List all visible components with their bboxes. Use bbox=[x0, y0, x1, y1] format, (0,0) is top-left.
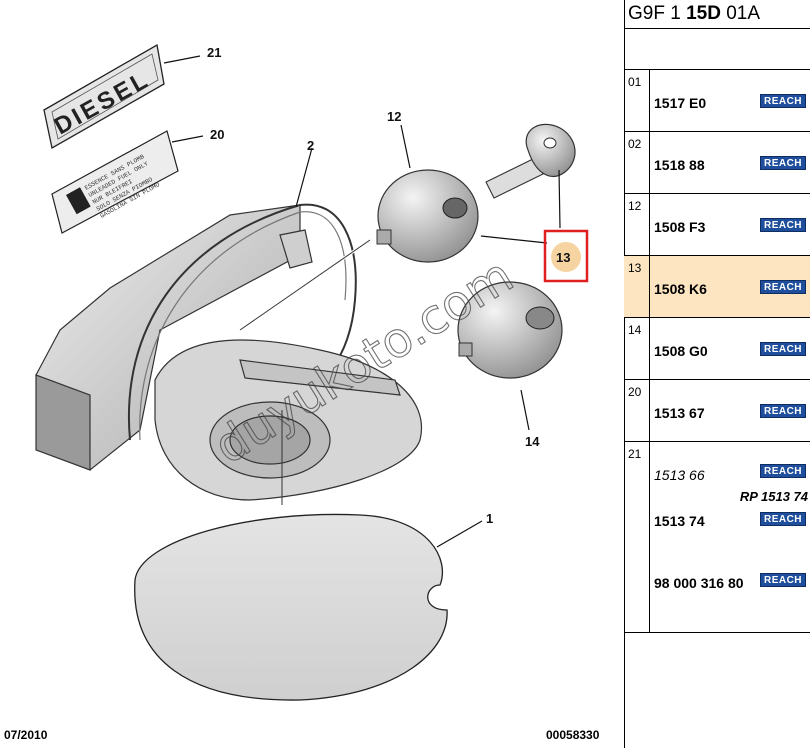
row-divider bbox=[649, 132, 650, 193]
row-divider bbox=[649, 380, 650, 441]
parts-row-20[interactable]: 20 1513 67 REACH bbox=[624, 379, 810, 441]
header-suffix: 01A bbox=[720, 3, 761, 24]
callout-13-highlight[interactable]: 13 bbox=[543, 229, 589, 283]
cap-key bbox=[485, 123, 576, 199]
reach-badge[interactable]: REACH bbox=[760, 464, 806, 478]
parts-row-12[interactable]: 12 1508 F3 REACH bbox=[624, 193, 810, 255]
row-divider bbox=[649, 318, 650, 379]
reach-badge[interactable]: REACH bbox=[760, 280, 806, 294]
parts-table: 01 1517 E0 REACH 02 1518 88 REACH 12 150… bbox=[624, 69, 810, 632]
parts-panel: G9F 1 15D 01A 01 1517 E0 REACH 02 1518 8… bbox=[622, 0, 810, 748]
reach-badge[interactable]: REACH bbox=[760, 156, 806, 170]
row-code: 02 bbox=[628, 137, 642, 151]
panel-border bbox=[624, 0, 625, 748]
callout-13: 13 bbox=[556, 250, 570, 265]
reach-badge[interactable]: REACH bbox=[760, 342, 806, 356]
row-code: 21 bbox=[628, 447, 642, 461]
parts-row-21[interactable]: 21 1513 66 REACH RP 1513 74 1513 74 REAC… bbox=[624, 441, 810, 632]
row-divider bbox=[649, 194, 650, 255]
panel-header: G9F 1 15D 01A bbox=[628, 3, 760, 25]
row-code: 12 bbox=[628, 199, 642, 213]
table-bottom-border bbox=[624, 632, 810, 633]
row-code: 01 bbox=[628, 75, 642, 89]
row-divider bbox=[649, 442, 650, 632]
row-divider bbox=[649, 70, 650, 131]
fuel-cap bbox=[457, 281, 563, 379]
callout-14: 14 bbox=[525, 434, 540, 449]
header-divider bbox=[624, 28, 810, 29]
fuel-label-plate: ESSENCE SANS PLOMB UNLEADED FUEL ONLY NU… bbox=[51, 130, 179, 234]
part-number[interactable]: 1513 67 bbox=[654, 405, 705, 421]
reach-badge[interactable]: REACH bbox=[760, 512, 806, 526]
header-bold: 15D bbox=[686, 3, 721, 24]
diesel-plate: DIESEL bbox=[43, 43, 165, 150]
parts-row-14[interactable]: 14 1508 G0 REACH bbox=[624, 317, 810, 379]
row-divider bbox=[649, 256, 650, 317]
callout-21: 21 bbox=[207, 45, 221, 60]
locking-fuel-cap bbox=[376, 169, 479, 263]
part-number[interactable]: 1518 88 bbox=[654, 157, 705, 173]
footer-date: 07/2010 bbox=[4, 728, 48, 742]
reach-badge[interactable]: REACH bbox=[760, 573, 806, 587]
callout-2: 2 bbox=[307, 138, 314, 153]
row-code: 13 bbox=[628, 261, 642, 275]
reach-badge[interactable]: REACH bbox=[760, 94, 806, 108]
exploded-view-drawing: DIESEL 21 ESSENCE SANS PLOMB UNLEADED FU… bbox=[35, 43, 589, 701]
part-number[interactable]: 1513 74 bbox=[654, 513, 705, 529]
part-number[interactable]: 1508 G0 bbox=[654, 343, 708, 359]
old-part-number[interactable]: 1513 66 bbox=[654, 467, 705, 483]
part-number[interactable]: 1517 E0 bbox=[654, 95, 707, 111]
callout-12: 12 bbox=[387, 109, 401, 124]
part-number[interactable]: 1508 F3 bbox=[654, 219, 706, 235]
header-prefix: G9F 1 bbox=[628, 3, 687, 24]
fuel-flap bbox=[134, 513, 448, 701]
footer-ref: 00058330 bbox=[546, 728, 600, 742]
reach-badge[interactable]: REACH bbox=[760, 218, 806, 232]
part-number[interactable]: 1508 K6 bbox=[654, 281, 707, 297]
row-code: 20 bbox=[628, 385, 642, 399]
parts-row-01[interactable]: 01 1517 E0 REACH bbox=[624, 69, 810, 131]
replacement-part[interactable]: RP 1513 74 bbox=[739, 489, 808, 504]
parts-diagram: DIESEL 21 ESSENCE SANS PLOMB UNLEADED FU… bbox=[4, 43, 600, 742]
row-code: 14 bbox=[628, 323, 642, 337]
filler-housing bbox=[35, 203, 423, 501]
callout-1: 1 bbox=[486, 511, 493, 526]
callout-20: 20 bbox=[210, 127, 224, 142]
part-number-2[interactable]: 98 000 316 80 bbox=[654, 575, 744, 591]
parts-row-02[interactable]: 02 1518 88 REACH bbox=[624, 131, 810, 193]
reach-badge[interactable]: REACH bbox=[760, 404, 806, 418]
parts-row-13-selected[interactable]: 13 1508 K6 REACH bbox=[624, 255, 810, 317]
